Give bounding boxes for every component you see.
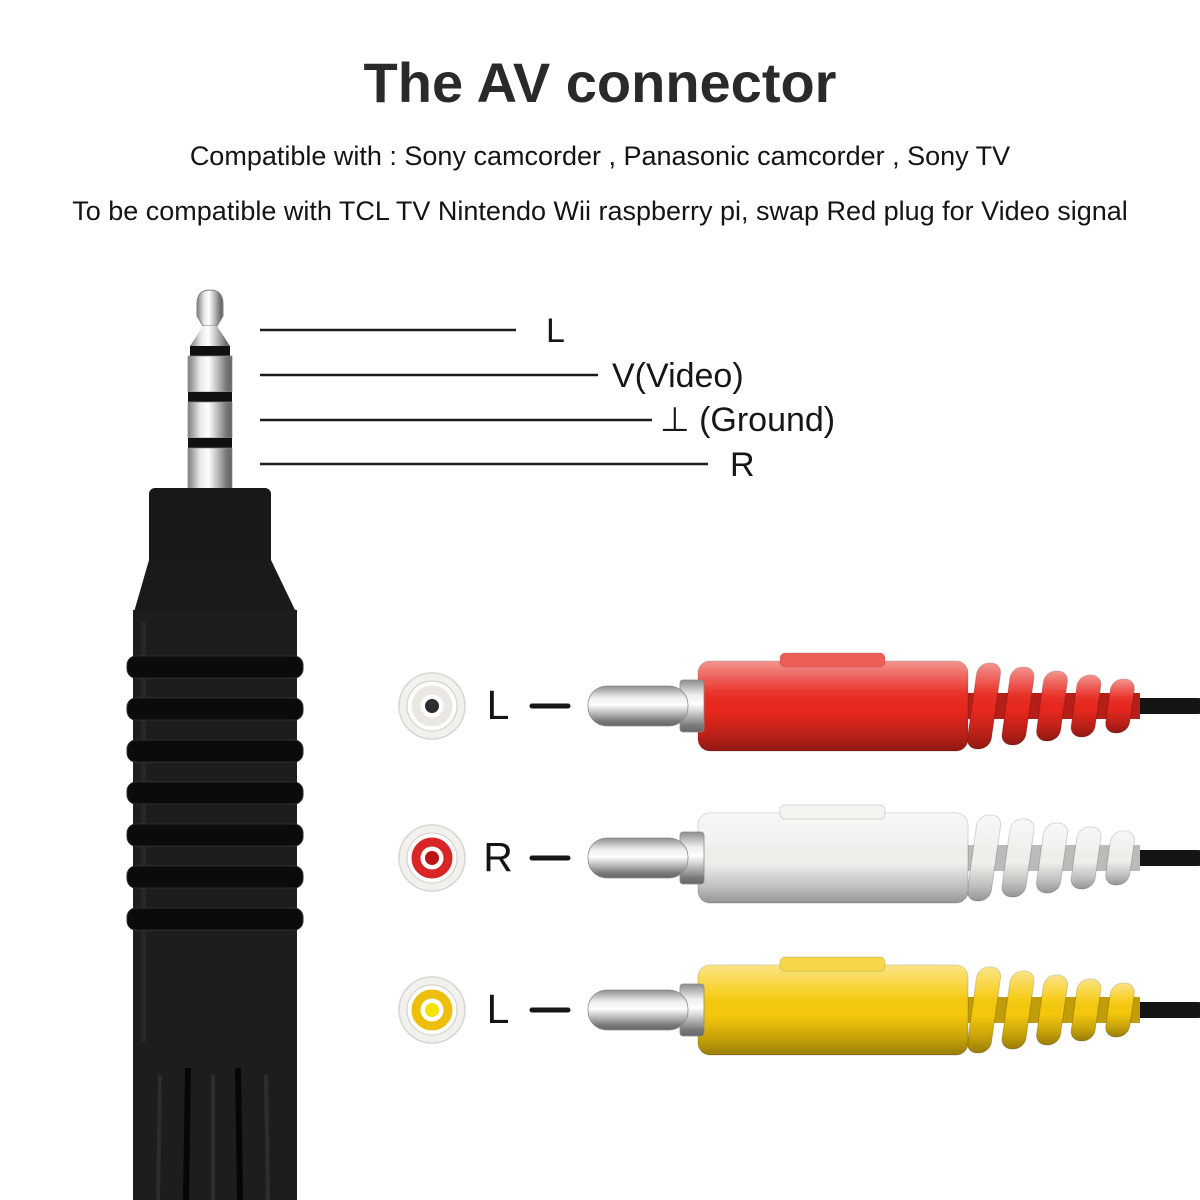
rca-port-icon-yellow — [398, 976, 466, 1044]
subtitle-compatibility: Compatible with : Sony camcorder , Panas… — [189, 141, 1011, 171]
rca-plug-red — [587, 652, 1200, 752]
pin-label-right-audio: R — [730, 446, 755, 484]
jack-35mm-plug — [126, 289, 304, 1200]
jack-cable-split — [156, 1067, 270, 1200]
page-title: The AV connector — [363, 51, 837, 114]
label-dashes — [529, 703, 571, 1013]
subtitle-swap-note: To be compatible with TCL TV Nintendo Wi… — [72, 196, 1128, 226]
rca-port-label-row2: R — [483, 834, 513, 880]
pin-label-left-audio: L — [546, 312, 565, 350]
pin-label-video: V(Video) — [612, 357, 744, 395]
rca-port-icon-white — [398, 672, 466, 740]
rca-port-label-row3: L — [486, 986, 510, 1032]
jack-strain-relief-ribs — [126, 655, 304, 931]
rca-plug-white — [587, 804, 1200, 904]
rca-plug-yellow — [587, 956, 1200, 1056]
jack-shaft — [187, 346, 233, 491]
pinout-leader-lines — [260, 328, 708, 466]
rca-port-icon-red — [398, 824, 466, 892]
rca-port-label-row1: L — [486, 682, 510, 728]
pin-label-ground: ⊥ (Ground) — [660, 401, 836, 439]
jack-tip — [190, 289, 230, 346]
